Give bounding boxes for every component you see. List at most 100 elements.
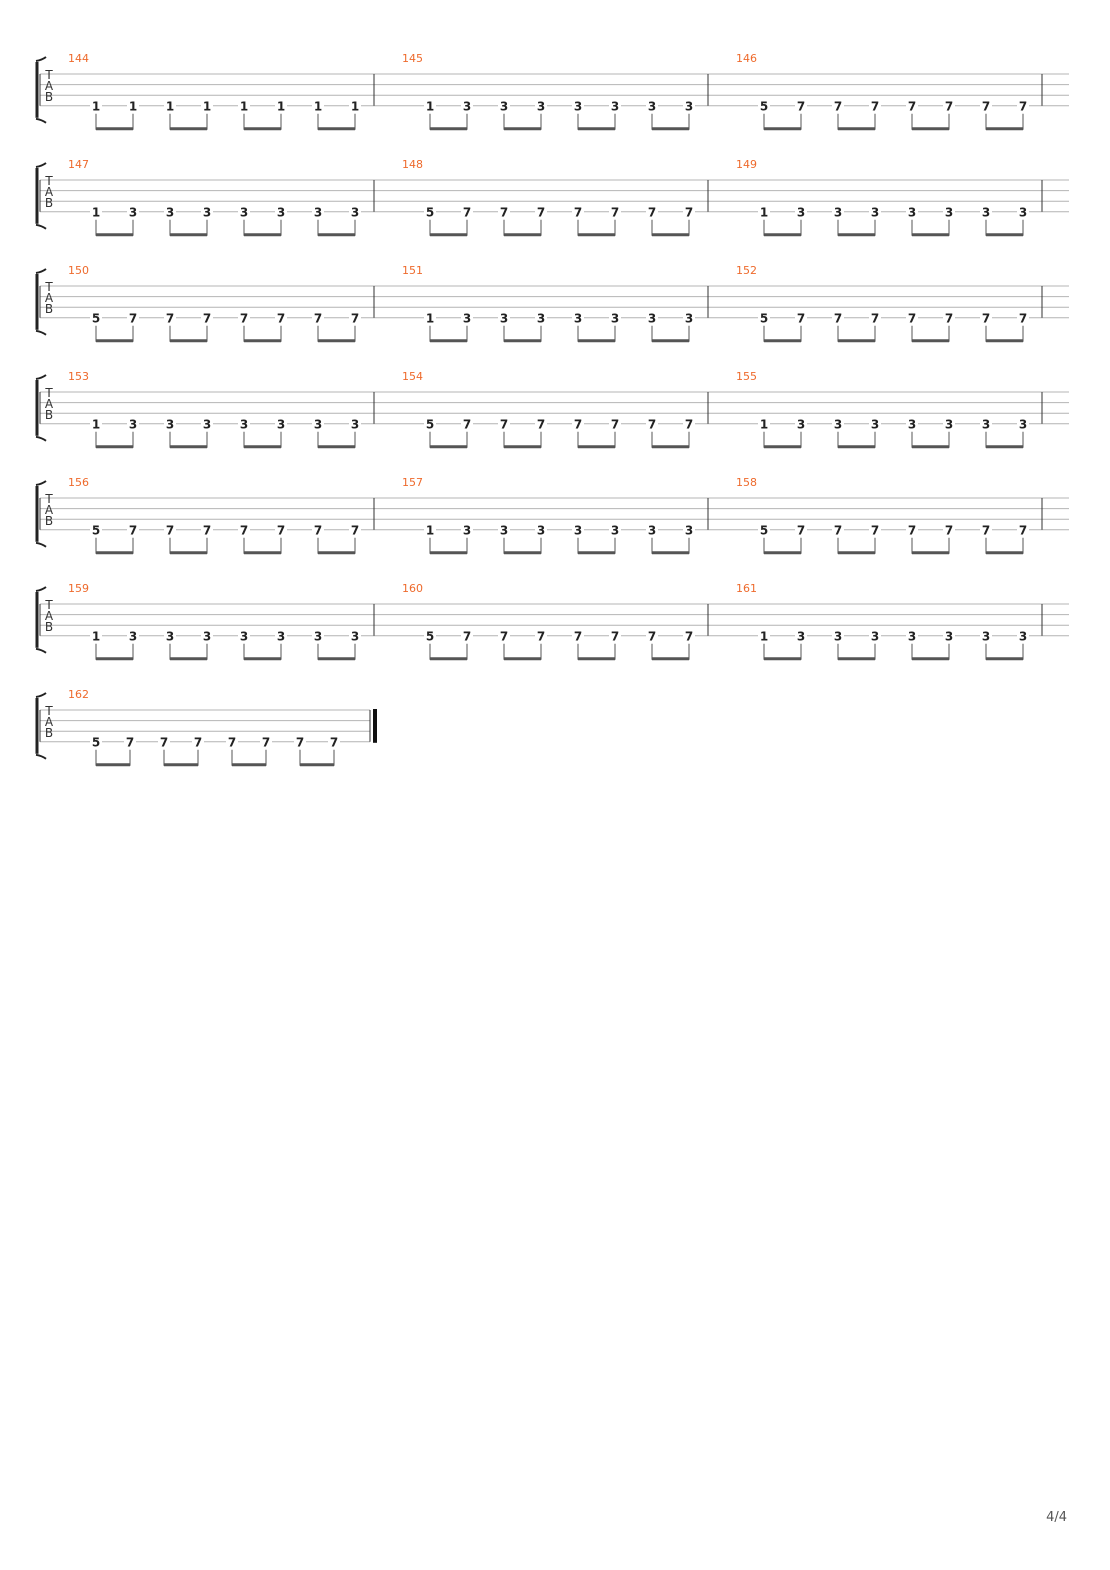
fret-number: 7 (611, 205, 619, 219)
fret-number: 7 (945, 311, 953, 325)
note-gap (424, 629, 436, 642)
note-gap (572, 205, 584, 218)
fret-number: 3 (463, 99, 471, 113)
bracket-top-hook (35, 162, 47, 168)
fret-number: 3 (908, 629, 916, 643)
note-gap (906, 99, 918, 112)
note-gap (832, 311, 844, 324)
fret-number: 3 (797, 629, 805, 643)
fret-number: 5 (426, 629, 434, 643)
fret-number: 1 (129, 99, 137, 113)
fret-number: 3 (1019, 629, 1027, 643)
fret-number: 3 (240, 205, 248, 219)
measure-number: 154 (402, 370, 423, 383)
note-gap (980, 205, 992, 218)
measure-number: 147 (68, 158, 89, 171)
fret-number: 7 (351, 311, 359, 325)
fret-number: 5 (92, 523, 100, 537)
tab-clef-letter: B (45, 302, 53, 316)
note-gap (127, 99, 139, 112)
note-gap (201, 629, 213, 642)
note-gap (158, 735, 170, 748)
fret-number: 7 (166, 311, 174, 325)
note-gap (869, 99, 881, 112)
fret-number: 1 (426, 99, 434, 113)
note-gap (461, 205, 473, 218)
fret-number: 1 (760, 417, 768, 431)
fret-number: 3 (574, 99, 582, 113)
note-gap (498, 629, 510, 642)
fret-number: 7 (797, 311, 805, 325)
note-gap (609, 311, 621, 324)
note-gap (312, 417, 324, 430)
tab-clef-letter: A (45, 397, 54, 411)
fret-number: 3 (685, 99, 693, 113)
fret-number: 3 (351, 629, 359, 643)
note-gap (275, 205, 287, 218)
tab-clef-letter: B (45, 726, 53, 740)
fret-number: 7 (611, 417, 619, 431)
note-gap (758, 417, 770, 430)
fret-number: 3 (871, 205, 879, 219)
note-gap (164, 629, 176, 642)
note-gap (980, 311, 992, 324)
measure-number: 162 (68, 688, 89, 701)
fret-number: 7 (611, 629, 619, 643)
note-gap (498, 523, 510, 536)
fret-number: 3 (685, 311, 693, 325)
fret-number: 7 (1019, 99, 1027, 113)
bracket-top-hook (35, 268, 47, 274)
note-gap (124, 735, 136, 748)
fret-number: 3 (574, 523, 582, 537)
note-gap (683, 205, 695, 218)
note-gap (906, 417, 918, 430)
note-gap (795, 629, 807, 642)
fret-number: 3 (351, 205, 359, 219)
fret-number: 3 (871, 629, 879, 643)
fret-number: 3 (500, 99, 508, 113)
fret-number: 7 (574, 205, 582, 219)
fret-number: 7 (871, 99, 879, 113)
note-gap (312, 311, 324, 324)
measure-number: 160 (402, 582, 423, 595)
measure-number: 146 (736, 52, 757, 65)
fret-number: 7 (685, 417, 693, 431)
bracket-bottom-hook (35, 541, 47, 548)
note-gap (127, 417, 139, 430)
fret-number: 7 (228, 735, 236, 749)
fret-number: 1 (760, 629, 768, 643)
note-gap (869, 629, 881, 642)
note-gap (238, 629, 250, 642)
note-gap (795, 99, 807, 112)
note-gap (312, 523, 324, 536)
fret-number: 7 (574, 629, 582, 643)
fret-number: 7 (834, 99, 842, 113)
note-gap (201, 205, 213, 218)
measure-number: 157 (402, 476, 423, 489)
note-gap (943, 99, 955, 112)
fret-number: 7 (166, 523, 174, 537)
fret-number: 3 (314, 205, 322, 219)
fret-number: 3 (982, 205, 990, 219)
note-gap (943, 629, 955, 642)
fret-number: 1 (92, 629, 100, 643)
fret-number: 3 (277, 205, 285, 219)
tab-clef-letter: T (44, 492, 53, 506)
fret-number: 3 (203, 205, 211, 219)
fret-number: 3 (834, 417, 842, 431)
note-gap (424, 311, 436, 324)
note-gap (869, 205, 881, 218)
fret-number: 7 (908, 311, 916, 325)
note-gap (461, 523, 473, 536)
fret-number: 3 (166, 205, 174, 219)
bracket-top-hook (35, 374, 47, 380)
note-gap (201, 311, 213, 324)
note-gap (832, 523, 844, 536)
note-gap (349, 99, 361, 112)
